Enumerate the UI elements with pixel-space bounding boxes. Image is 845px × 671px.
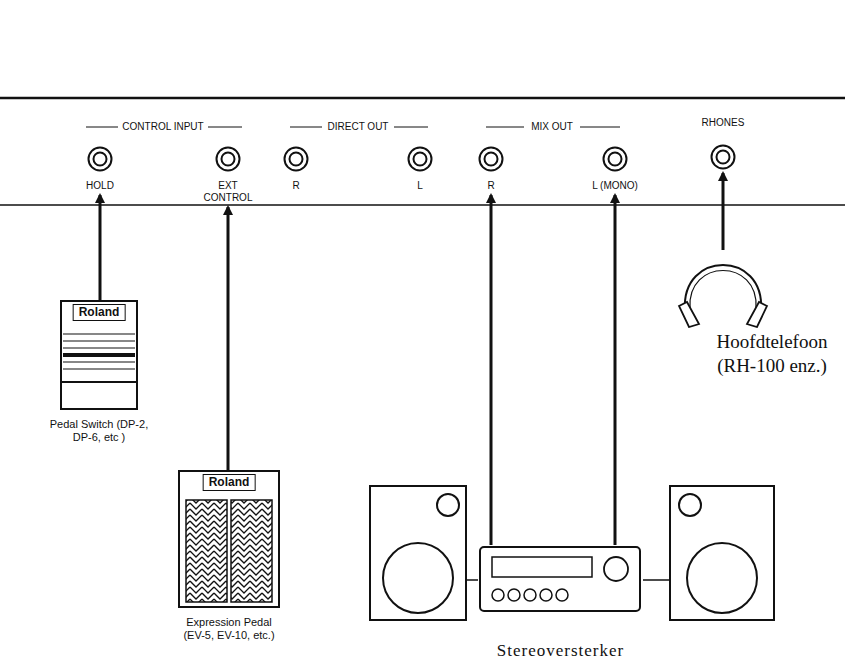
expression-pedal: RolandExpression Pedal (EV-5, EV-10, etc… [174, 470, 284, 642]
jack-socket [407, 146, 433, 172]
jack: R [276, 146, 316, 192]
group-label: MIX OUT [529, 121, 575, 133]
jack-label: L (MONO) [580, 180, 650, 192]
speaker [370, 486, 466, 620]
speaker [670, 486, 774, 620]
jack-label: HOLD [70, 180, 130, 192]
pedal-switch: RolandPedal Switch (DP-2, DP-6, etc ) [47, 300, 151, 444]
jack: L [400, 146, 440, 192]
jack: EXT CONTROL [203, 146, 253, 204]
jack-label: R [276, 180, 316, 192]
brand-label: Roland [73, 304, 126, 321]
headphones: Hoofdtelefoon (RH-100 enz.) [668, 250, 840, 378]
jack-label: L [400, 180, 440, 192]
jack-socket [87, 146, 113, 172]
panel-bottom-edge [0, 204, 845, 206]
device-caption: Hoofdtelefoon (RH-100 enz.) [706, 330, 838, 378]
jack-label: EXT CONTROL [203, 180, 253, 204]
jack: RHONES [688, 117, 758, 170]
pedal-body: Roland [60, 300, 138, 410]
jack-label: RHONES [688, 117, 758, 129]
amplifier-drawing [478, 545, 643, 613]
signal-cable [227, 207, 230, 470]
jack-socket [215, 146, 241, 172]
device-caption: Expression Pedal (EV-5, EV-10, etc.) [174, 616, 284, 642]
signal-cable [99, 195, 102, 300]
group-label: DIRECT OUT [326, 121, 391, 133]
device-caption: Stereoversterker [478, 641, 643, 661]
jack: R [471, 146, 511, 192]
stereo-amplifier: Stereoversterker [478, 545, 643, 661]
brand-label: Roland [203, 474, 256, 491]
jack-socket [478, 146, 504, 172]
panel-top-edge [0, 97, 845, 100]
jack-socket [283, 146, 309, 172]
jack: L (MONO) [580, 146, 650, 192]
jack-label: R [471, 180, 511, 192]
jack: HOLD [70, 146, 130, 192]
device-caption: Pedal Switch (DP-2, DP-6, etc ) [47, 418, 151, 444]
jack-socket [602, 146, 628, 172]
jack-socket [710, 144, 736, 170]
signal-cable [722, 173, 725, 250]
headphones-drawing [673, 250, 773, 328]
group-label: CONTROL INPUT [120, 121, 205, 133]
signal-cable [614, 195, 617, 545]
signal-cable [490, 195, 493, 545]
pedal-body: Roland [178, 470, 280, 608]
